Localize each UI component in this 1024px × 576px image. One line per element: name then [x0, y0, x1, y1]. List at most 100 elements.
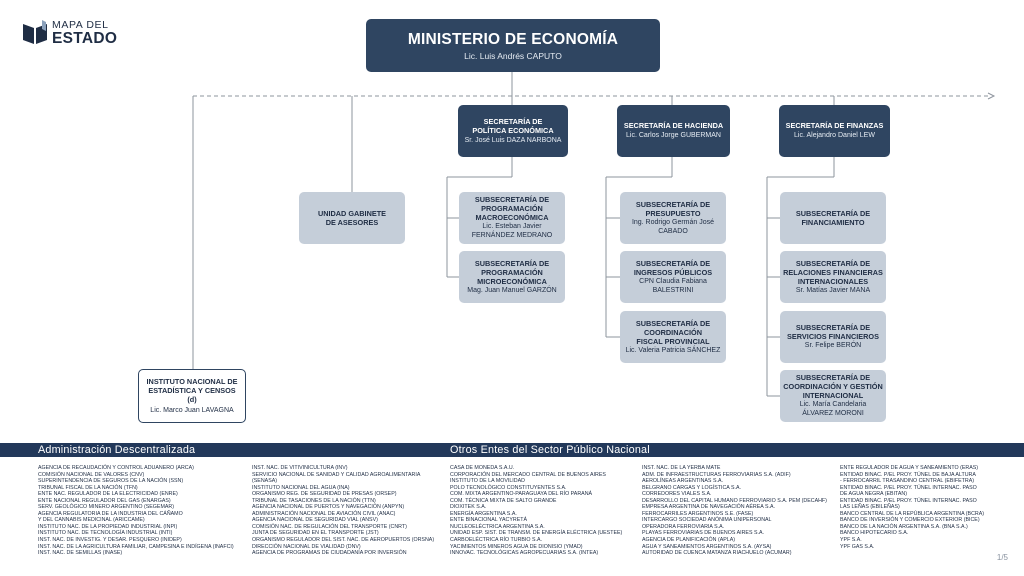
- indec-box: INSTITUTO NACIONAL DE ESTADÍSTICA Y CENS…: [138, 369, 246, 423]
- subsecretariat-head: Mag. Juan Manuel GARZÓN: [467, 286, 557, 294]
- list-item: SUPERINTENDENCIA DE SEGUROS DE LA NACIÓN…: [38, 478, 184, 485]
- list-col-3: CASA DE MONEDA S.A.U.CORPORACIÓN DEL MER…: [450, 465, 622, 557]
- list-item: INST. NAC. DE LA YERBA MATE: [642, 465, 721, 471]
- list-item: AGENCIA DE PLANIFICACIÓN (APLA): [642, 537, 736, 544]
- list-item: DIOXITEK S.A.: [450, 504, 487, 511]
- subsecretariat-title: SUBSECRETARÍA DE PROGRAMACIÓN MICROECONÓ…: [474, 258, 550, 286]
- list-item: ENTE NAC. REGULADOR DE LA ELECTRICIDAD (…: [38, 491, 178, 498]
- subsecretariat-microeconomica: SUBSECRETARÍA DE PROGRAMACIÓN MICROECONÓ…: [459, 251, 565, 303]
- subsecretariat-head: Lic. Esteban Javier FERNÁNDEZ MEDRANO: [471, 223, 553, 239]
- list-item: YPF GAS S.A.: [840, 543, 875, 550]
- list-item: INST. NAC. DE LA AGRICULTURA FAMILIAR, C…: [38, 543, 234, 550]
- ministry-title: MINISTERIO DE ECONOMÍA: [407, 30, 619, 48]
- list-item: INSTITUTO NAC. DE LA PROPIEDAD INDUSTRIA…: [38, 523, 178, 530]
- secretariat-finanzas: SECRETARÍA DE FINANZAS Lic. Alejandro Da…: [779, 105, 890, 157]
- list-item: AGENCIA NACIONAL DE PUERTOS Y NAVEGACIÓN…: [252, 504, 405, 511]
- list-item: INST. NAC. DE SEMILLAS (INASE): [38, 550, 123, 557]
- secretariat-title: SECRETARÍA DE HACIENDA: [623, 121, 724, 131]
- list-item: TRIBUNAL FISCAL DE LA NACIÓN (TFN): [38, 484, 138, 491]
- list-item: - FERROCARRIL TRASANDINO CENTRAL (EBIFET…: [840, 478, 975, 485]
- list-item: Y DEL CANNABIS MEDICINAL (ARICCAME): [38, 517, 145, 524]
- list-item: CARBOELÉCTRICA RÍO TURBIO S.A.: [450, 537, 543, 544]
- list-item: CORREDORES VIALES S.A.: [642, 491, 712, 498]
- list-item: INSTITUTO NAC. DE TECNOLOGÍA INDUSTRIAL …: [38, 530, 173, 537]
- list-item: (SENASA): [252, 478, 278, 485]
- subsecretariat-relaciones-financieras: SUBSECRETARÍA DE RELACIONES FINANCIERAS …: [780, 251, 886, 303]
- advisory-unit-box: UNIDAD GABINETE DE ASESORES: [299, 192, 405, 244]
- secretariat-hacienda: SECRETARÍA DE HACIENDA Lic. Carlos Jorge…: [617, 105, 730, 157]
- list-item: AGENCIA DE RECAUDACIÓN Y CONTROL ADUANER…: [38, 465, 194, 471]
- list-item: AGUA Y SANEAMIENTOS ARGENTINOS S.A. (AYS…: [642, 543, 772, 550]
- band-title-decentralized: Administración Descentralizada: [38, 444, 196, 456]
- list-item: AGENCIA REGULATORIA DE LA INDUSTRIA DEL …: [38, 510, 183, 517]
- list-item: CASA DE MONEDA S.A.U.: [450, 465, 515, 471]
- logo-line-1: MAPA DEL: [52, 19, 109, 31]
- list-item: ORGANISMO REG. DE SEGURIDAD DE PRESAS (O…: [252, 491, 397, 498]
- subsecretariat-title: SUBSECRETARÍA DE SERVICIOS FINANCIEROS: [787, 323, 879, 342]
- subsecretariat-head: Sr. Felipe BERÓN: [804, 342, 862, 350]
- list-col-5: ENTE REGULADOR DE AGUA Y SANEAMIENTO (ER…: [840, 465, 984, 550]
- secretariat-politica-economica: SECRETARÍA DE POLÍTICA ECONÓMICA Sr. Jos…: [458, 105, 568, 157]
- list-item: TRIBUNAL DE TASACIONES DE LA NACIÓN (TTN…: [252, 497, 376, 504]
- list-item: INNOVAC. TECNOLÓGICAS AGROPECUARIAS S.A.…: [450, 550, 599, 557]
- subsecretariat-title: SUBSECRETARÍA DE RELACIONES FINANCIERAS …: [783, 258, 883, 286]
- list-item: ADM. DE INFRAESTRUCTURAS FERROVIARIAS S.…: [642, 471, 791, 478]
- list-item: ENTE NACIONAL REGULADOR DEL GAS (ENARGAS…: [38, 497, 171, 504]
- subsecretariat-title: SUBSECRETARÍA DE PRESUPUESTO: [635, 199, 711, 218]
- subsecretariat-macroeconomica: SUBSECRETARÍA DE PROGRAMACIÓN MACROECONÓ…: [459, 192, 565, 244]
- subsecretariat-title: SUBSECRETARÍA DE COORDINACIÓN FISCAL PRO…: [635, 318, 711, 346]
- ministry-head: Lic. Luis Andrés CAPUTO: [464, 50, 562, 61]
- list-item: INTERCARGO SOCIEDAD ANÓNIMA UNIPERSONAL: [642, 517, 772, 524]
- band-title-other-entities: Otros Entes del Sector Público Nacional: [450, 444, 650, 456]
- list-item: OPERADORA FERROVIARIA S.A.: [642, 523, 725, 530]
- ministry-box: MINISTERIO DE ECONOMÍA Lic. Luis Andrés …: [366, 19, 660, 72]
- list-item: COM. MIXTA ARGENTINO-PARAGUAYA DEL RÍO P…: [450, 491, 593, 498]
- list-item: FERROCARRILES ARGENTINOS S.E. (FASE): [642, 510, 754, 517]
- subsecretariat-presupuesto: SUBSECRETARÍA DE PRESUPUESTO Ing. Rodrig…: [620, 192, 726, 244]
- list-item: AGENCIA NACIONAL DE SEGURIDAD VIAL (ANSV…: [252, 517, 378, 524]
- list-item: INST. NAC. DE INVESTIG. Y DESAR. PESQUER…: [38, 537, 182, 544]
- subsecretariat-head: Lic. Valeria Patricia SÁNCHEZ: [625, 346, 721, 354]
- list-item: PLAYAS FERROVIARIAS DE BUENOS AIRES S.A.: [642, 530, 764, 537]
- indec-head: Lic. Marco Juan LAVAGNA: [150, 406, 234, 414]
- secretariat-title: SECRETARÍA DE FINANZAS: [785, 121, 884, 131]
- subsecretariat-coordinacion-gestion-internacional: SUBSECRETARÍA DE COORDINACIÓN Y GESTIÓN …: [780, 370, 886, 422]
- subsecretariat-title: SUBSECRETARÍA DE COORDINACIÓN Y GESTIÓN …: [783, 373, 883, 401]
- list-item: EMPRESA ARGENTINA DE NAVEGACIÓN AÉREA S.…: [642, 504, 775, 511]
- list-item: SERVICIO NACIONAL DE SANIDAD Y CALIDAD A…: [252, 471, 421, 478]
- list-item: ENTIDAD BINAC. P/EL PROY. TÚNEL INTERNAC…: [840, 497, 977, 504]
- advisory-unit-title: UNIDAD GABINETE DE ASESORES: [317, 209, 387, 227]
- list-item: COMISIÓN NAC. DE REGULACIÓN DEL TRANSPOR…: [252, 523, 407, 530]
- list-item: DIRECCIÓN NACIONAL DE VIALIDAD (DNV): [252, 543, 361, 550]
- list-item: COM. TÉCNICA MIXTA DE SALTO GRANDE: [450, 497, 557, 504]
- list-item: DE AGUA NEGRA (EBITAN): [840, 491, 908, 498]
- section-header-band: Administración Descentralizada Otros Ent…: [0, 443, 1024, 457]
- list-col-1: AGENCIA DE RECAUDACIÓN Y CONTROL ADUANER…: [38, 465, 234, 557]
- list-item: CORPORACIÓN DEL MERCADO CENTRAL DE BUENO…: [450, 471, 606, 478]
- continuation-arrow-icon: [987, 92, 996, 100]
- book-logo-icon: [23, 20, 47, 44]
- list-item: NUCLEOELÉCTRICA ARGENTINA S.A.: [450, 523, 545, 530]
- secretariat-head: Sr. José Luis DAZA NARBONA: [464, 136, 562, 144]
- list-item: ENTE BINACIONAL YACYRETÁ: [450, 517, 528, 524]
- indec-title: INSTITUTO NACIONAL DE ESTADÍSTICA Y CENS…: [146, 376, 238, 404]
- list-item: BANCO HIPOTECARIO S.A.: [840, 530, 909, 537]
- list-item: ENTE REGULADOR DE AGUA Y SANEAMIENTO (ER…: [840, 465, 979, 471]
- secretariat-title: SECRETARÍA DE POLÍTICA ECONÓMICA: [472, 116, 554, 135]
- list-item: DESARROLLO DEL CAPITAL HUMANO FERROVIARI…: [642, 497, 827, 504]
- list-item: INST. NAC. DE VITIVINICULTURA (INV): [252, 465, 348, 471]
- list-item: ADMINISTRACIÓN NACIONAL DE AVIACIÓN CIVI…: [252, 510, 396, 517]
- list-item: ENTIDAD BINAC. P/EL PROY. TÚNEL DE BAJA …: [840, 471, 976, 478]
- list-item: ENTIDAD BINAC. P/EL PROY. TÚNEL INTERNAC…: [840, 484, 977, 491]
- subsecretariat-head: Lic. María Candelaria ÁLVAREZ MORONI: [799, 401, 867, 417]
- subsecretariat-head: CPN Claudia Fabiana BALESTRINI: [639, 277, 707, 294]
- list-item: SERV. GEOLÓGICO MINERO ARGENTINO (SEGEMA…: [38, 504, 174, 511]
- list-item: YACIMIENTOS MINEROS AGUA DE DIONISIO (YM…: [450, 543, 583, 550]
- list-item: JUNTA DE SEGURIDAD EN EL TRANSPORTE (JST…: [252, 530, 379, 537]
- list-item: AGENCIA DE PROGRAMAS DE CIUDADANÍA POR I…: [252, 550, 407, 557]
- list-item: LAS LEÑAS (EBILEÑAS): [840, 504, 900, 511]
- list-item: BANCO DE INVERSIÓN Y COMERCIO EXTERIOR (…: [840, 517, 980, 524]
- mapa-del-estado-logo: MAPA DEL ESTADO: [22, 16, 132, 50]
